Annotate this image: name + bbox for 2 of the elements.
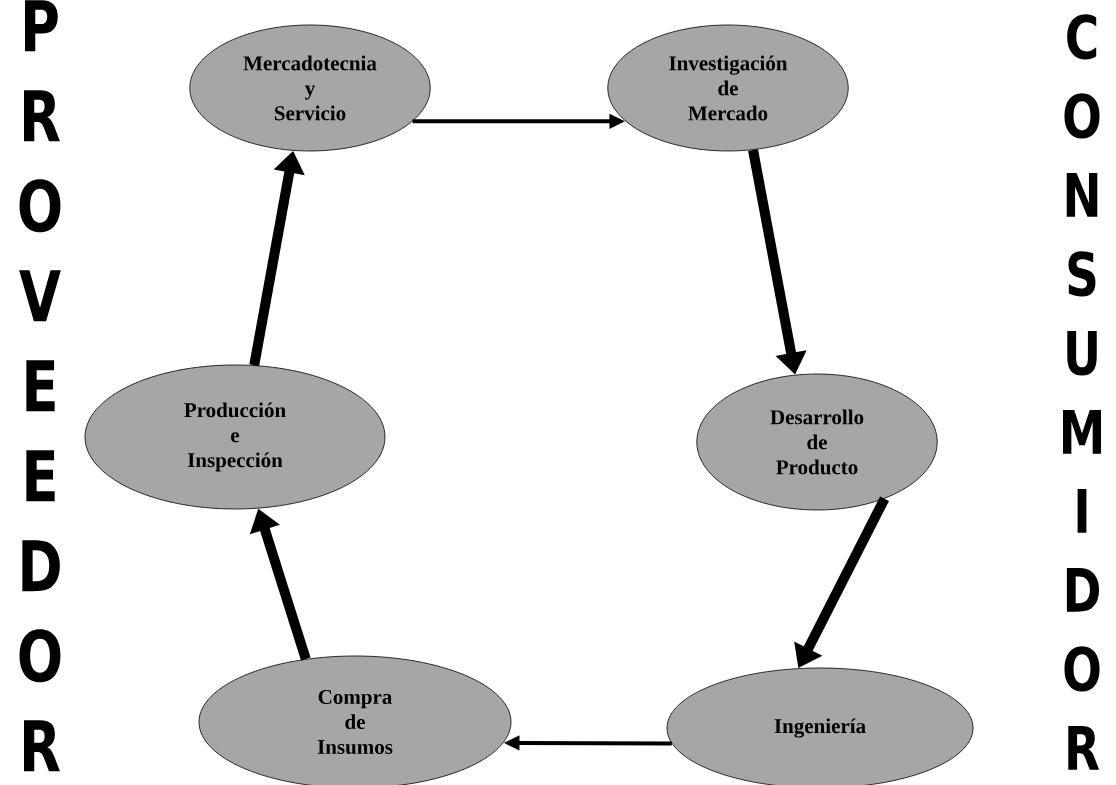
vertical-label: CONSUMIDOR	[1063, 14, 1101, 770]
vertical-label: PROVEEDOR	[19, 0, 61, 772]
